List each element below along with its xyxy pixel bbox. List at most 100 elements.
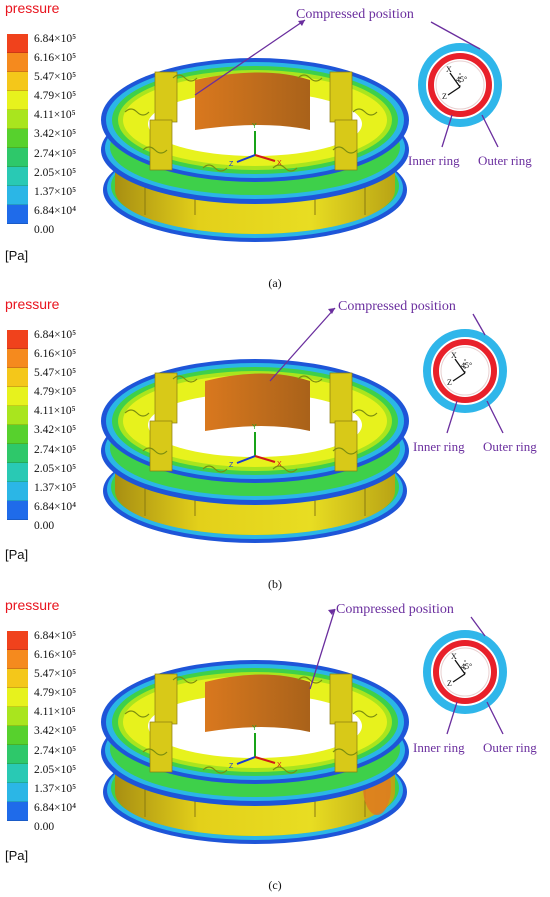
legend-level-label: 4.79×10⁵ — [34, 386, 77, 399]
legend-swatch — [7, 425, 28, 444]
oil-pocket — [202, 164, 228, 172]
schematic-x-label: X — [451, 351, 457, 360]
schematic-inner-ring — [428, 53, 492, 117]
legend-level-label: 6.84×10⁴ — [34, 500, 77, 513]
legend-level-label: 2.74×10⁵ — [34, 744, 77, 757]
legend-swatch — [7, 802, 28, 821]
oil-pocket — [272, 766, 298, 774]
bearing-pad — [334, 721, 358, 773]
axis-z-label: Z — [229, 763, 234, 770]
bearing-pad — [149, 420, 173, 472]
schematic-x-axis — [454, 659, 466, 675]
inner-ring-label: Inner ring — [413, 740, 465, 755]
legend-title: pressure — [5, 296, 60, 312]
axis-x-label: X — [277, 762, 282, 769]
legend-swatch — [7, 349, 28, 368]
legend-level-label: 6.84×10⁴ — [34, 801, 77, 814]
outer-ring-label: Outer ring — [483, 740, 537, 755]
legend-colorbar — [7, 631, 28, 821]
legend-level-label: 6.16×10⁵ — [34, 52, 77, 65]
legend-level-label: 4.11×10⁵ — [34, 706, 76, 719]
legend-swatch — [7, 186, 28, 205]
schematic-x-label: X — [446, 65, 452, 74]
outer-ring-pointer — [481, 114, 499, 148]
axis-y-label: Y — [252, 725, 257, 732]
oil-pocket — [297, 74, 323, 82]
legend-level-label: 6.84×10⁴ — [34, 204, 77, 217]
axis-x-label: X — [277, 461, 282, 468]
legend-level-label: 3.42×10⁵ — [34, 424, 77, 437]
axis-x — [254, 756, 276, 764]
oil-pocket — [272, 465, 298, 473]
legend-level-label: 6.84×10⁵ — [34, 630, 77, 642]
oil-pocket — [272, 164, 298, 172]
schematic-z-axis — [452, 673, 466, 683]
bearing-pad — [334, 119, 358, 171]
axis-x-label: X — [277, 160, 282, 167]
inner-ring-label: Inner ring — [413, 439, 465, 454]
compressed-position-arrow — [309, 608, 336, 690]
legend-level-label: 0.00 — [34, 820, 55, 833]
schematic-outer-ring — [423, 329, 507, 413]
legend-swatch — [7, 110, 28, 129]
oil-pocket — [124, 108, 150, 116]
legend-swatch — [7, 368, 28, 387]
oil-pocket — [352, 710, 378, 718]
schematic-angle-label: 45° — [456, 75, 467, 84]
schematic-outer-ring — [423, 630, 507, 714]
bearing-pad — [334, 420, 358, 472]
axis-x — [254, 154, 276, 162]
legend-swatch — [7, 330, 28, 349]
legend-unit: [Pa] — [5, 248, 29, 263]
schematic-outer-ring — [418, 43, 502, 127]
panel-caption: (a) — [268, 276, 282, 290]
legend-level-label: 4.79×10⁵ — [34, 687, 77, 700]
inner-ring-pointer — [446, 701, 458, 735]
legend-level-label: 2.05×10⁵ — [34, 763, 77, 776]
legend-level-label: 6.16×10⁵ — [34, 649, 77, 662]
legend-level-label: 2.74×10⁵ — [34, 147, 77, 160]
oil-pocket — [352, 409, 378, 417]
schematic-z-label: Z — [447, 378, 452, 387]
oil-pocket — [202, 766, 228, 774]
oil-pocket — [352, 108, 378, 116]
legend-swatch — [7, 34, 28, 53]
legend-swatch — [7, 129, 28, 148]
legend-swatch — [7, 650, 28, 669]
inner-ring-pointer — [446, 400, 458, 434]
oil-pocket — [172, 676, 198, 684]
compressed-position-arrow — [269, 307, 336, 382]
axis-y-label: Y — [252, 424, 257, 431]
legend-level-label: 4.11×10⁵ — [34, 109, 76, 122]
schematic-z-label: Z — [447, 679, 452, 688]
legend-swatch — [7, 764, 28, 783]
legend-level-label: 6.84×10⁵ — [34, 329, 77, 341]
schematic-x-label: X — [451, 652, 457, 661]
inner-ring-label: Inner ring — [408, 153, 460, 168]
legend-level-label: 2.05×10⁵ — [34, 166, 77, 179]
outer-ring-pointer — [486, 400, 504, 434]
legend-unit: [Pa] — [5, 547, 29, 562]
legend-level-label: 0.00 — [34, 519, 55, 532]
legend-swatch — [7, 463, 28, 482]
oil-pocket — [332, 146, 358, 154]
bearing-pad — [154, 71, 178, 123]
compressed-position-label: Compressed position — [336, 602, 454, 617]
compressed-wall — [205, 373, 310, 431]
bearing-pad — [329, 372, 353, 424]
bearing-pad — [329, 71, 353, 123]
legend-swatch — [7, 148, 28, 167]
legend-title: pressure — [5, 597, 60, 613]
schematic-z-axis — [452, 372, 466, 382]
schematic-inner-ring — [433, 339, 497, 403]
bearing-pad — [149, 721, 173, 773]
legend-level-label: 6.84×10⁵ — [34, 33, 77, 45]
schematic-angle-label: 45° — [461, 361, 472, 370]
legend-level-label: 4.79×10⁵ — [34, 90, 77, 103]
bearing-pad — [154, 673, 178, 725]
outer-ring-label: Outer ring — [483, 439, 537, 454]
